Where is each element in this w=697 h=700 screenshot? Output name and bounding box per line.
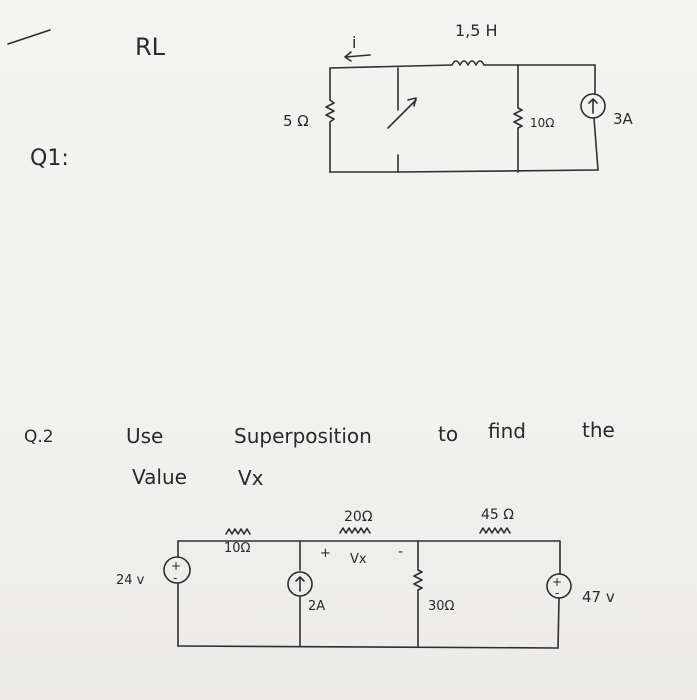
q2-word-to: to xyxy=(438,422,458,446)
q2-word-the: the xyxy=(582,418,615,442)
q2-i2-label: 2A xyxy=(308,599,325,614)
q1-source-wire-bottom xyxy=(593,117,599,171)
q1-current-source xyxy=(580,93,606,119)
q1-inductor xyxy=(451,60,485,66)
q1-switch-arm xyxy=(387,99,417,129)
q1-inductor-label: 1,5 H xyxy=(455,21,498,40)
q2-word-use: Use xyxy=(126,424,163,448)
q1-title: RL xyxy=(135,33,166,61)
q2-vx-label: Vx xyxy=(350,552,367,567)
q2-r10-label: 10Ω xyxy=(224,541,251,556)
q2-resistor-10 xyxy=(225,528,251,535)
q2-v24-label: 24 v xyxy=(116,573,145,588)
stray-pen-mark xyxy=(7,29,51,45)
q1-r10-label: 10Ω xyxy=(530,116,554,130)
q2-resistor-45 xyxy=(479,527,511,534)
q2-vx-minus: - xyxy=(398,544,403,560)
q2-word-superposition: Superposition xyxy=(234,424,372,448)
q1-bottom-wire-right xyxy=(397,169,599,173)
q2-r30-label: 30Ω xyxy=(428,599,455,614)
q1-resistor-5 xyxy=(325,67,335,173)
q2-circuit xyxy=(163,527,572,649)
q1-top-wire-left xyxy=(329,64,453,69)
q2-v24-plus: + xyxy=(171,559,181,573)
q1-source-arrow xyxy=(588,98,598,114)
q1-current-label: i xyxy=(352,33,356,52)
q2-marker: Q.2 xyxy=(24,427,54,447)
q2-v47-plus: + xyxy=(552,575,562,589)
q2-word-find: find xyxy=(488,419,526,443)
q2-word-value: Value xyxy=(132,465,187,489)
q2-v24-minus: - xyxy=(173,571,177,585)
q2-bottom-wire xyxy=(177,645,559,649)
q2-v47-minus: - xyxy=(555,586,559,600)
q1-r5-label: 5 Ω xyxy=(283,112,309,130)
q1-resistor-10 xyxy=(513,64,523,173)
q1-current-arrow xyxy=(344,51,371,62)
q1-marker: Q1: xyxy=(30,146,69,171)
q2-word-vx: Vx xyxy=(238,466,264,490)
q1-switch-arrowhead xyxy=(407,97,417,107)
q2-v47-label: 47 v xyxy=(582,588,615,606)
q2-resistor-30 xyxy=(413,540,423,647)
q2-r45-label: 45 Ω xyxy=(481,507,514,523)
q2-vx-plus: + xyxy=(320,546,331,561)
q2-resistor-20 xyxy=(339,527,371,534)
q1-circuit xyxy=(325,51,606,173)
q1-source-label: 3A xyxy=(613,110,634,128)
q2-current-source-arrow xyxy=(295,576,305,592)
q2-r20-label: 20Ω xyxy=(344,509,373,525)
q2-voltage-source-24 xyxy=(163,556,191,584)
q2-right-wire-bottom xyxy=(557,597,560,649)
